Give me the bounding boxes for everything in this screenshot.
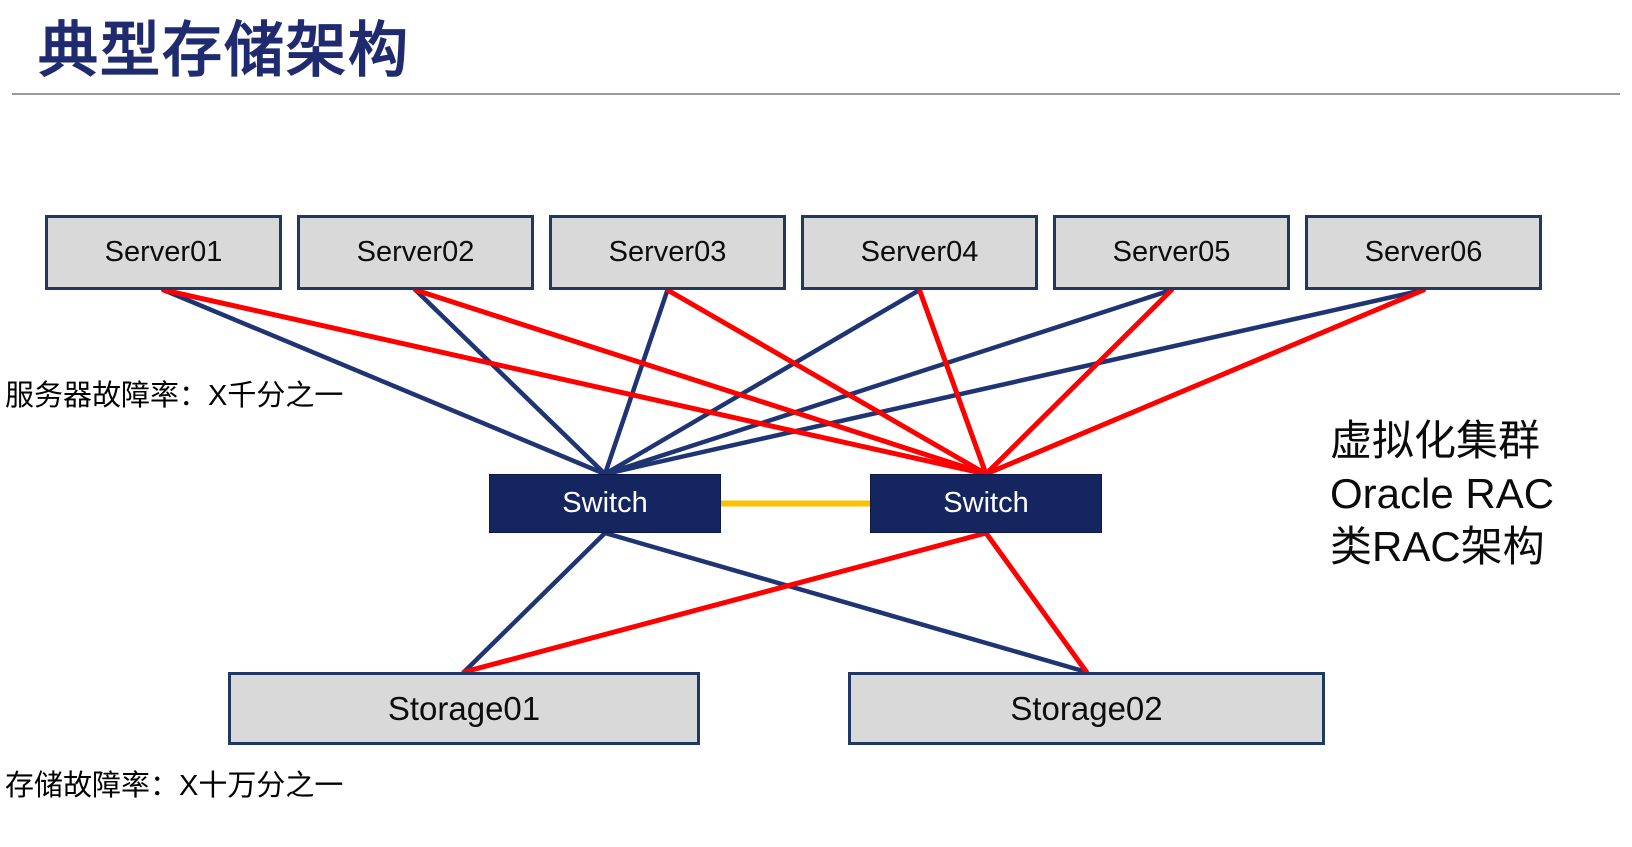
switch-label: Switch	[562, 487, 648, 519]
storage-box: Storage01	[228, 672, 700, 745]
link-switch-right-to-storage01	[461, 530, 989, 675]
server-box: Server01	[45, 215, 282, 290]
link-server05-to-switch-left	[602, 287, 1174, 477]
link-server03-to-switch-right	[665, 287, 989, 477]
page-title: 典型存储架构	[38, 17, 410, 84]
link-server01-to-switch-right	[161, 287, 989, 477]
switch-box: Switch	[870, 474, 1102, 533]
link-switch-right-to-storage02	[983, 530, 1089, 675]
server-label: Server02	[356, 236, 475, 268]
link-switch-left-to-storage01	[461, 530, 608, 675]
link-server06-to-switch-right	[983, 287, 1426, 477]
server-failure-note: 服务器故障率：X千分之一	[5, 380, 344, 412]
link-server04-to-switch-left	[602, 287, 922, 477]
server-box: Server02	[297, 215, 534, 290]
link-server03-to-switch-left	[602, 287, 670, 477]
server-label: Server04	[860, 236, 979, 268]
storage-label: Storage02	[1010, 689, 1163, 727]
link-server05-to-switch-right	[983, 287, 1174, 477]
server-label: Server05	[1112, 236, 1231, 268]
link-server06-to-switch-left	[602, 287, 1426, 477]
server-label: Server01	[104, 236, 223, 268]
server-box: Server05	[1053, 215, 1290, 290]
storage-failure-note: 存储故障率：X十万分之一	[5, 770, 344, 802]
title-underline	[12, 93, 1620, 95]
switch-box: Switch	[489, 474, 721, 533]
server-box: Server06	[1305, 215, 1542, 290]
link-server02-to-switch-right	[413, 287, 989, 477]
server-box: Server03	[549, 215, 786, 290]
cluster-note: 虚拟化集群 Oracle RAC 类RAC架构	[1330, 414, 1554, 573]
link-server01-to-switch-left	[161, 287, 608, 477]
server-label: Server06	[1364, 236, 1483, 268]
storage-box: Storage02	[848, 672, 1325, 745]
server-label: Server03	[608, 236, 727, 268]
link-server04-to-switch-right	[917, 287, 989, 477]
cluster-note-line: 类RAC架构	[1330, 523, 1545, 570]
storage-label: Storage01	[387, 689, 541, 727]
switch-label: Switch	[943, 487, 1029, 519]
cluster-note-line: Oracle RAC	[1330, 470, 1555, 517]
server-box: Server04	[801, 215, 1038, 290]
cluster-note-line: 虚拟化集群	[1330, 417, 1541, 464]
link-server02-to-switch-left	[413, 287, 608, 477]
link-switch-left-to-storage02	[602, 530, 1089, 675]
